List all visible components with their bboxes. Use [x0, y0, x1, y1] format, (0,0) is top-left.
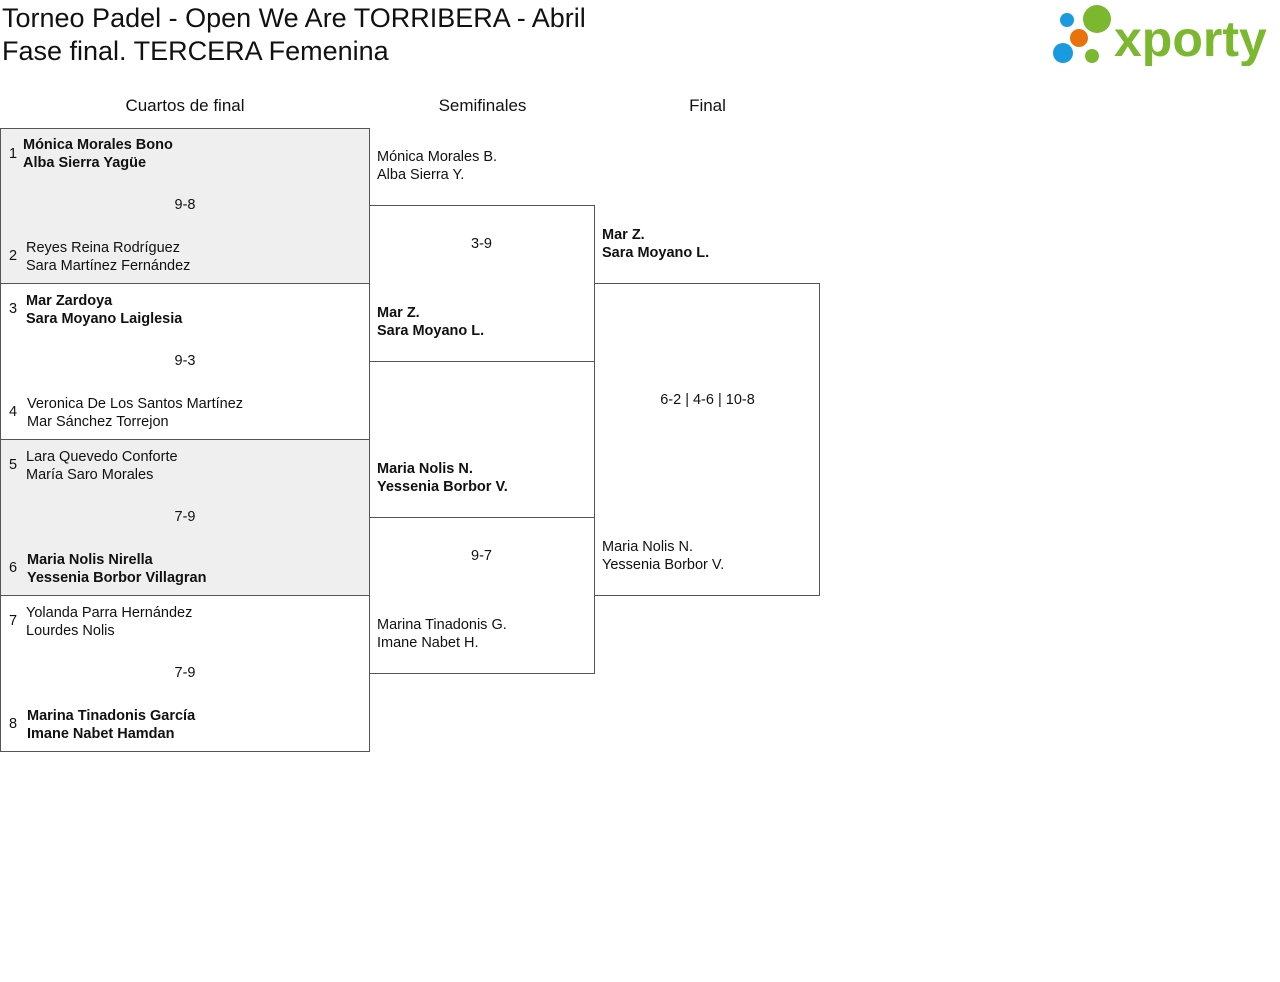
team-player: María Saro Morales: [26, 467, 154, 483]
seed-number: 8: [9, 716, 18, 732]
team-player: Marina Tinadonis García: [27, 708, 196, 724]
team-player: Mar Z.: [377, 305, 420, 321]
match-score: 6-2 | 4-6 | 10-8: [660, 392, 755, 408]
final-match-connector: 6-2 | 4-6 | 10-8 Maria Nolis N. Yessenia…: [594, 283, 820, 596]
team-player: Lara Quevedo Conforte: [26, 449, 178, 465]
page-subtitle: Fase final. TERCERA Femenina: [2, 36, 389, 66]
round-label-semifinals: Semifinales: [438, 96, 527, 115]
team-player: Marina Tinadonis G.: [377, 617, 507, 633]
team-player: Mar Z.: [602, 227, 645, 243]
team-player: Reyes Reina Rodríguez: [26, 240, 180, 256]
team-player: Yessenia Borbor V.: [377, 479, 508, 495]
quarterfinal-match-1: 1 Mónica Morales Bono Alba Sierra Yagüe …: [0, 128, 370, 284]
team-player: Yolanda Parra Hernández: [26, 605, 193, 621]
seed-number: 5: [9, 457, 18, 473]
page-title: Torneo Padel - Open We Are TORRIBERA - A…: [2, 3, 586, 33]
seed-number: 4: [9, 404, 18, 420]
match-score: 3-9: [471, 236, 492, 252]
team-player: Alba Sierra Yagüe: [23, 155, 147, 171]
team-player: Yessenia Borbor Villagran: [27, 570, 207, 586]
team-player: Yessenia Borbor V.: [602, 557, 725, 573]
seed-number: 3: [9, 301, 18, 317]
team-player: Mónica Morales Bono: [23, 137, 173, 153]
seed-number: 7: [9, 613, 18, 629]
team-player: Imane Nabet Hamdan: [27, 726, 175, 742]
match-score: 9-7: [471, 548, 492, 564]
match-score: 7-9: [174, 509, 196, 525]
quarterfinal-match-2: 3 Mar Zardoya Sara Moyano Laiglesia 9-3 …: [0, 283, 370, 440]
team-player: Maria Nolis N.: [602, 539, 694, 555]
xporty-logo[interactable]: xporty: [1050, 4, 1275, 67]
team-player: Veronica De Los Santos Martínez: [27, 396, 244, 412]
round-label-quarterfinals: Cuartos de final: [125, 96, 245, 115]
match-score: 9-3: [174, 353, 196, 369]
match-score: 9-8: [174, 197, 196, 213]
team-player: Sara Moyano L.: [377, 323, 485, 339]
team-player: Maria Nolis N.: [377, 461, 473, 477]
team-player: Mar Zardoya: [26, 293, 113, 309]
match-score: 7-9: [174, 665, 196, 681]
team-player: Sara Moyano Laiglesia: [26, 311, 183, 327]
team-player: Alba Sierra Y.: [377, 167, 465, 183]
svg-text:xporty: xporty: [1114, 11, 1267, 66]
team-player: Sara Martínez Fernández: [26, 258, 191, 274]
seed-number: 2: [9, 248, 18, 264]
team-player: Imane Nabet H.: [377, 635, 479, 651]
semifinal-match-1-connector: 3-9 Mar Z. Sara Moyano L.: [369, 205, 595, 362]
seed-number: 6: [9, 560, 18, 576]
semifinal-match-2-connector: 9-7 Marina Tinadonis G. Imane Nabet H.: [369, 517, 595, 674]
quarterfinal-match-4: 7 Yolanda Parra Hernández Lourdes Nolis …: [0, 595, 370, 752]
team-player: Mónica Morales B.: [377, 149, 498, 165]
team-player: Maria Nolis Nirella: [27, 552, 153, 568]
round-label-final: Final: [689, 96, 726, 115]
team-player: Sara Moyano L.: [602, 245, 710, 261]
seed-number: 1: [9, 146, 18, 162]
team-player: Lourdes Nolis: [26, 623, 115, 639]
team-player: Mar Sánchez Torrejon: [27, 414, 169, 430]
quarterfinal-match-3: 5 Lara Quevedo Conforte María Saro Moral…: [0, 439, 370, 596]
